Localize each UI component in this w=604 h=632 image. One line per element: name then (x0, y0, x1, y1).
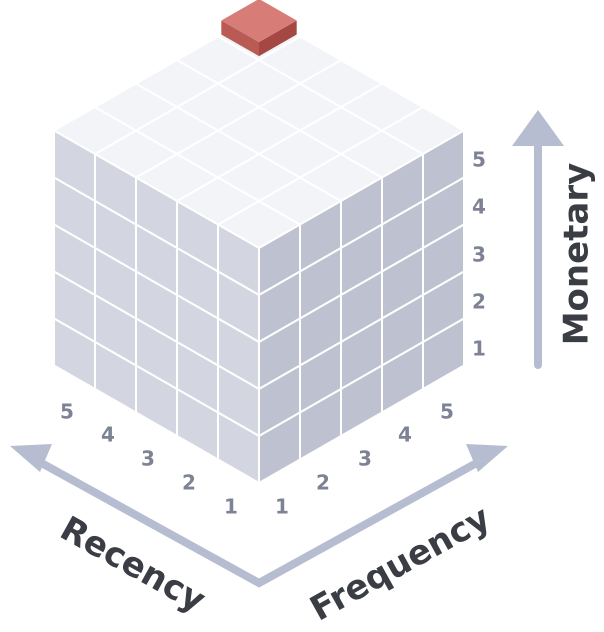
cube-right-cell (422, 317, 465, 390)
recency-tick-4: 4 (101, 423, 115, 447)
monetary-arrow-head (512, 110, 564, 146)
monetary-tick-1: 1 (472, 337, 486, 361)
monetary-tick-3: 3 (472, 243, 486, 267)
recency-tick-5: 5 (60, 400, 74, 424)
recency-tick-3: 3 (141, 447, 155, 471)
frequency-tick-2: 2 (316, 471, 330, 495)
monetary-tick-4: 4 (472, 195, 486, 219)
highlight-left-face (221, 20, 259, 57)
recency-axis-title: Recency (54, 509, 212, 621)
frequency-arrow-head (466, 444, 508, 472)
frequency-ticks: 1 2 3 4 5 (275, 400, 454, 519)
recency-ticks: 5 4 3 2 1 (60, 400, 238, 519)
monetary-tick-5: 5 (472, 148, 486, 172)
frequency-axis-title: Frequency (304, 498, 497, 629)
recency-frequency-arrow (10, 444, 508, 588)
recency-tick-1: 1 (224, 495, 238, 519)
highlight-right-face (259, 20, 297, 57)
recency-arrow-head (10, 444, 52, 472)
monetary-arrow (512, 110, 564, 369)
cube-left-cell (53, 317, 96, 390)
monetary-axis-title: Monetary (557, 163, 597, 346)
rfm-cube (53, 12, 465, 484)
frequency-tick-1: 1 (275, 495, 289, 519)
monetary-ticks: 5 4 3 2 1 (472, 148, 486, 361)
highlight-top-face (221, 0, 297, 43)
recency-tick-2: 2 (182, 471, 196, 495)
frequency-tick-5: 5 (440, 400, 454, 424)
frequency-tick-4: 4 (398, 423, 412, 447)
rf-arrow-line (32, 456, 486, 588)
highlighted-cell (221, 0, 297, 57)
frequency-tick-3: 3 (358, 447, 372, 471)
monetary-tick-2: 2 (472, 290, 486, 314)
